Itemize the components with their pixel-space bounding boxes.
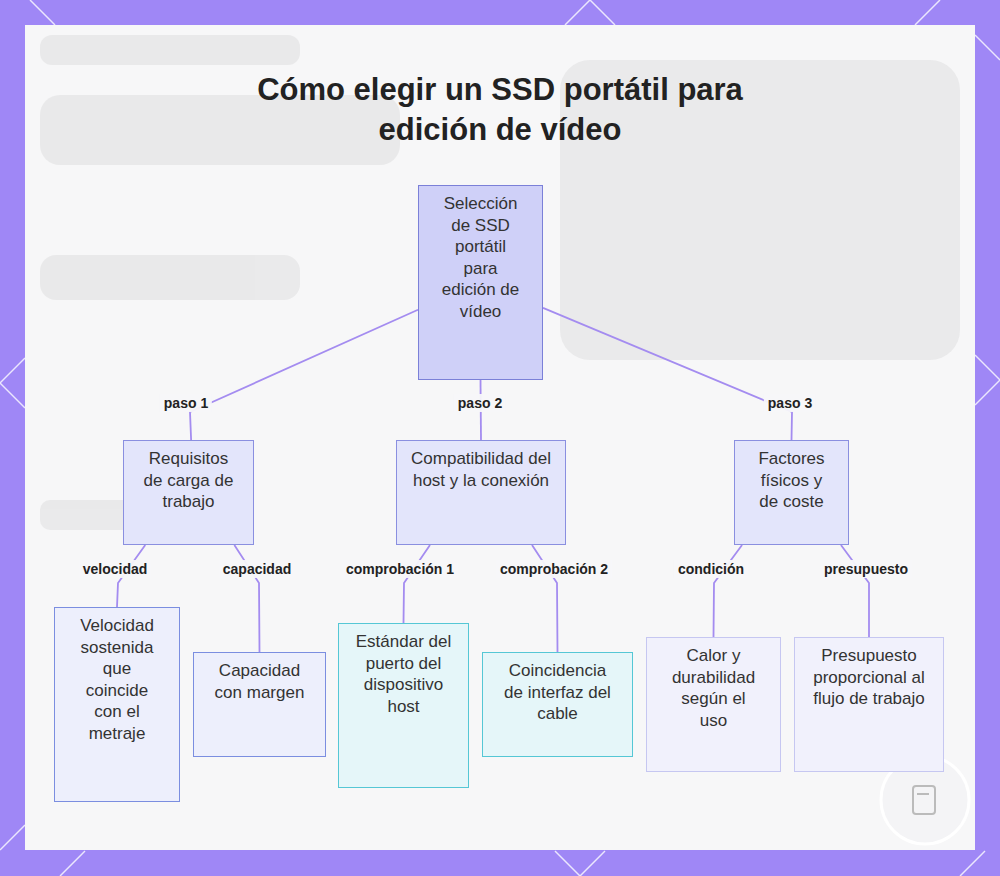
process-box: Factores físicos y de coste bbox=[734, 440, 849, 545]
connector-line bbox=[841, 545, 869, 637]
process-box: Requisitos de carga de trabajo bbox=[123, 440, 254, 545]
connector-line bbox=[190, 310, 418, 440]
box-label: Compatibilidad del host y la conexión bbox=[407, 448, 555, 491]
process-box: Coincidencia de interfaz del cable bbox=[482, 652, 633, 757]
box-label: Requisitos de carga de trabajo bbox=[142, 448, 235, 513]
box-label: Presupuesto proporcional al flujo de tra… bbox=[807, 645, 931, 710]
box-label: Velocidad sostenida que coincide con el … bbox=[71, 615, 163, 744]
box-label: Factores físicos y de coste bbox=[753, 448, 830, 513]
edge-label: presupuesto bbox=[820, 560, 912, 578]
edge-label: paso 2 bbox=[454, 394, 506, 412]
box-label: Coincidencia de interfaz del cable bbox=[503, 660, 612, 725]
edge-label: condición bbox=[674, 560, 748, 578]
box-label: Selección de SSD portátil para edición d… bbox=[441, 193, 520, 322]
canvas-panel bbox=[25, 25, 975, 850]
box-label: Estándar del puerto del dispositivo host bbox=[355, 631, 452, 717]
process-box: Calor y durabilidad según el uso bbox=[646, 637, 781, 772]
process-box: Compatibilidad del host y la conexión bbox=[396, 440, 566, 545]
edge-label: capacidad bbox=[219, 560, 295, 578]
diagram-title: Cómo elegir un SSD portátil para edición… bbox=[220, 70, 780, 150]
edge-label: paso 1 bbox=[160, 394, 212, 412]
process-box: Capacidad con margen bbox=[193, 652, 326, 757]
process-box: Velocidad sostenida que coincide con el … bbox=[54, 607, 180, 802]
connector-line bbox=[543, 308, 792, 440]
blurred-photo bbox=[40, 35, 960, 530]
box-label: Calor y durabilidad según el uso bbox=[669, 645, 758, 731]
process-box: Selección de SSD portátil para edición d… bbox=[418, 185, 543, 380]
edge-label: comprobación 1 bbox=[342, 560, 458, 578]
edge-label: comprobación 2 bbox=[496, 560, 612, 578]
connector-line bbox=[714, 545, 743, 637]
connector-line bbox=[404, 545, 431, 623]
process-box: Estándar del puerto del dispositivo host bbox=[338, 623, 469, 788]
box-label: Capacidad con margen bbox=[210, 660, 309, 703]
edge-label: paso 3 bbox=[764, 394, 816, 412]
process-box: Presupuesto proporcional al flujo de tra… bbox=[794, 637, 944, 772]
edge-label: velocidad bbox=[79, 560, 152, 578]
